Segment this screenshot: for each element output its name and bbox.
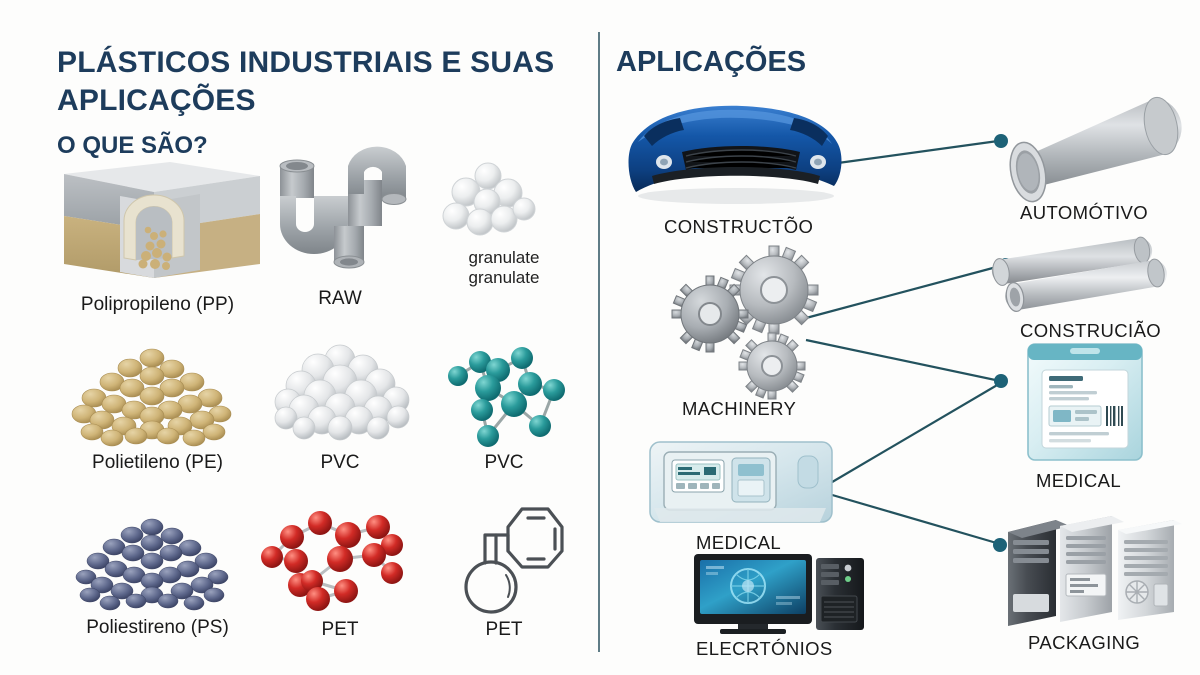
medical-pouch-icon xyxy=(1022,340,1162,464)
application-source-medical[interactable]: MEDICAL xyxy=(648,438,838,558)
material-label: Polietileno (PE) xyxy=(92,452,223,473)
application-source-electronics[interactable]: ELECRTÓNIOS xyxy=(690,552,870,662)
application-target-label: CONSTRUCIÃO xyxy=(1020,320,1162,341)
application-target-medical[interactable]: MEDICAL xyxy=(1022,340,1162,491)
application-target-label: PACKAGING xyxy=(1028,632,1141,653)
application-source-construction[interactable]: CONSTRUCTÕO xyxy=(622,100,852,237)
material-label: PVC xyxy=(320,452,360,473)
material-label-line1: granulate xyxy=(468,248,540,267)
server-units-icon xyxy=(1004,508,1184,628)
pipe-pair-icon xyxy=(990,236,1180,314)
material-label: PET xyxy=(321,619,359,640)
pipe-fitting-icon xyxy=(272,146,422,282)
granule-cluster-icon xyxy=(436,162,546,250)
application-target-automotivo[interactable]: AUTOMÓTIVO xyxy=(1006,92,1186,223)
teal-molecule-icon xyxy=(444,344,570,448)
blue-pellet-pile-icon xyxy=(68,515,238,611)
pellet-pile-icon xyxy=(68,342,238,447)
material-label: RAW xyxy=(318,288,362,309)
powder-heap-icon xyxy=(268,344,418,444)
application-source-machinery[interactable]: MACHINERY xyxy=(668,245,838,419)
medical-device-pack-icon xyxy=(648,438,838,528)
material-card-pvc-powder[interactable]: PVC xyxy=(260,338,420,488)
material-card-pet-structure[interactable]: PET xyxy=(418,505,590,655)
gears-icon xyxy=(668,245,838,400)
material-card-polietileno[interactable]: Polietileno (PE) xyxy=(50,338,265,488)
benzene-flask-outline-icon xyxy=(450,505,566,617)
application-target-label: MEDICAL xyxy=(1036,470,1122,491)
material-card-polipropileno[interactable]: Polipropileno (PP) xyxy=(50,160,265,320)
red-molecule-icon xyxy=(261,511,414,615)
material-label: Poliestireno (PS) xyxy=(86,617,229,638)
desktop-computer-icon xyxy=(690,552,870,636)
page-subtitle: O QUE SÃO? xyxy=(57,132,208,159)
application-source-label: MEDICAL xyxy=(696,532,782,553)
material-card-granulate[interactable]: granulate granulate xyxy=(418,160,590,320)
application-source-label: ELECRTÓNIOS xyxy=(696,638,833,659)
material-card-raw[interactable]: RAW xyxy=(260,146,422,320)
material-card-pvc-molecule[interactable]: PVC xyxy=(418,338,590,488)
application-target-label: AUTOMÓTIVO xyxy=(1020,202,1149,223)
large-pipe-icon xyxy=(1006,92,1186,203)
panel-divider xyxy=(598,32,600,652)
material-label: PVC xyxy=(484,452,524,473)
page-title: PLÁSTICOS INDUSTRIAIS E SUAS APLICAÇÕES xyxy=(57,46,555,118)
tunnel-cross-section-icon xyxy=(50,160,262,288)
application-target-construciao[interactable]: CONSTRUCIÃO xyxy=(990,236,1180,341)
material-label: Polipropileno (PP) xyxy=(80,294,235,315)
car-bumper-icon xyxy=(622,100,852,210)
application-source-label: CONSTRUCTÕO xyxy=(664,216,814,237)
material-card-pet-molecule[interactable]: PET xyxy=(260,505,420,655)
application-source-label: MACHINERY xyxy=(682,398,797,419)
application-target-packaging[interactable]: PACKAGING xyxy=(1004,508,1184,658)
material-label-line2: granulate xyxy=(468,268,540,287)
materials-grid: Polipropileno (PP) xyxy=(50,146,590,660)
applications-title: APLICAÇÕES xyxy=(616,46,807,78)
material-card-poliestireno[interactable]: Poliestireno (PS) xyxy=(50,505,265,655)
material-label: PET xyxy=(485,619,523,640)
